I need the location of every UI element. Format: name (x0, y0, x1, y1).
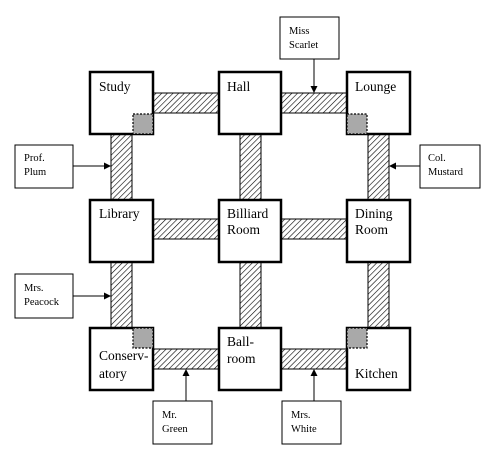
hallway-billiard-ballroom[interactable] (239, 261, 262, 329)
hallways (110, 92, 390, 370)
hallway-library-billiard[interactable] (152, 218, 220, 240)
hallway-conservatory-ballroom[interactable] (152, 348, 220, 370)
room-dining-room[interactable] (345, 198, 412, 264)
callout-mrs-white: Mrs. White (281, 369, 342, 445)
starting-position-callouts: Miss Scarlet Prof. Plum Col. Mustard (14, 16, 481, 445)
callout-mrs-peacock: Mrs. Peacock (14, 273, 111, 319)
room-label-dining-room: Dining Room (355, 206, 396, 237)
hallway-lounge-dining[interactable] (367, 133, 390, 201)
callout-col-mustard: Col. Mustard (389, 144, 481, 189)
room-label-library: Library (99, 206, 140, 221)
hallway-dining-kitchen[interactable] (367, 261, 390, 329)
room-label-billiard-room: Billiard Room (227, 206, 272, 237)
svg-text:Mrs. White: Mrs. White (291, 410, 317, 435)
hallway-library-conservatory[interactable] (110, 261, 133, 329)
room-library[interactable] (88, 198, 155, 264)
room-hall[interactable] (217, 70, 283, 136)
room-label-kitchen: Kitchen (355, 366, 398, 381)
svg-text:Prof. Plum: Prof. Plum (24, 153, 47, 178)
hallway-study-library[interactable] (110, 133, 133, 201)
hallway-study-hall[interactable] (152, 92, 220, 114)
room-labels: Study Hall Lounge Library Billiard Room … (99, 79, 398, 381)
hallway-billiard-dining[interactable] (280, 218, 348, 240)
secret-passage-lounge[interactable] (346, 113, 368, 135)
room-label-conservatory: Conserv- atory (99, 348, 152, 381)
secret-passage-conservatory[interactable] (132, 327, 154, 349)
room-ballroom[interactable] (217, 326, 283, 392)
svg-text:Mrs. Peacock: Mrs. Peacock (24, 283, 60, 308)
room-label-lounge: Lounge (355, 79, 396, 94)
svg-text:Miss Scarlet: Miss Scarlet (289, 26, 318, 51)
callout-prof-plum: Prof. Plum (14, 144, 111, 189)
callout-miss-scarlet: Miss Scarlet (279, 16, 340, 93)
hallway-ballroom-kitchen[interactable] (280, 348, 348, 370)
hallway-hall-lounge[interactable] (280, 92, 348, 114)
callout-mr-green: Mr. Green (152, 369, 213, 445)
svg-text:Col. Mustard: Col. Mustard (428, 153, 464, 178)
secret-passage-study[interactable] (132, 113, 154, 135)
secret-passages (132, 113, 368, 349)
secret-passage-kitchen[interactable] (346, 327, 368, 349)
svg-text:Mr. Green: Mr. Green (162, 410, 188, 435)
room-label-study: Study (99, 79, 131, 94)
room-label-hall: Hall (227, 79, 250, 94)
room-label-ballroom: Ball- room (227, 334, 257, 366)
room-billiard-room[interactable] (217, 198, 283, 264)
hallway-hall-billiard[interactable] (239, 133, 262, 201)
